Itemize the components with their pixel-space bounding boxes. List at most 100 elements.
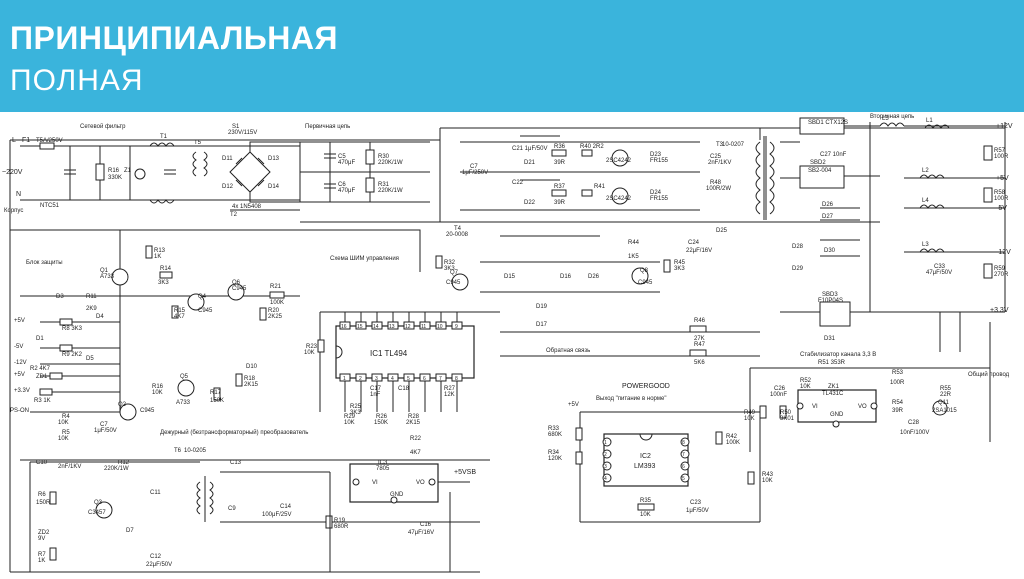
svg-text:D12: D12 (222, 184, 234, 190)
label-l: L (12, 137, 16, 144)
svg-text:D17: D17 (536, 322, 548, 328)
svg-text:D30: D30 (824, 248, 836, 254)
svg-text:R40 2R2: R40 2R2 (580, 144, 604, 150)
label-stab33: Стабилизатор канала 3,3 В (800, 352, 876, 358)
svg-text:D22: D22 (524, 200, 536, 206)
svg-text:R2 4K7: R2 4K7 (30, 366, 51, 372)
svg-text:R43: R43 (762, 472, 774, 478)
svg-text:220K/1W: 220K/1W (104, 466, 129, 472)
svg-text:1K5: 1K5 (628, 254, 639, 260)
svg-text:12K: 12K (444, 392, 455, 398)
svg-text:D25: D25 (716, 228, 728, 234)
label-case: Корпус (4, 208, 23, 214)
svg-text:39R: 39R (554, 200, 566, 206)
svg-text:R21: R21 (270, 284, 282, 290)
svg-text:Q3: Q3 (94, 500, 103, 506)
svg-text:9V: 9V (38, 536, 45, 542)
svg-text:C3457: C3457 (88, 510, 106, 516)
svg-text:R6: R6 (38, 492, 46, 498)
svg-text:C7: C7 (100, 422, 108, 428)
svg-text:2SC4242: 2SC4242 (606, 158, 632, 164)
label-network-filter: Сетевой фильтр (80, 123, 126, 130)
svg-text:D13: D13 (268, 156, 280, 162)
transistor-q2 (119, 403, 137, 421)
svg-text:2K15: 2K15 (406, 420, 421, 426)
svg-text:10K: 10K (344, 420, 355, 426)
prot-in-plus5: +5V (14, 318, 25, 324)
prot-in-ps-on: PS-ON (10, 408, 29, 414)
ic1-name: IC1 TL494 (370, 349, 408, 358)
svg-text:C28: C28 (908, 420, 920, 426)
svg-text:13: 13 (389, 324, 395, 330)
svg-text:D7: D7 (126, 528, 134, 534)
svg-text:270R: 270R (994, 272, 1009, 278)
svg-text:10K: 10K (744, 416, 755, 422)
svg-text:1nF: 1nF (370, 392, 381, 398)
svg-text:R30: R30 (378, 154, 390, 160)
svg-text:2: 2 (604, 452, 607, 458)
svg-text:Q1: Q1 (100, 268, 109, 274)
svg-text:330K: 330K (108, 175, 122, 181)
svg-text:D5: D5 (86, 356, 94, 362)
svg-text:2SA1015: 2SA1015 (932, 408, 957, 414)
svg-text:FR155: FR155 (650, 196, 669, 202)
svg-text:6: 6 (423, 376, 426, 382)
frame-wires (9, 127, 1005, 573)
svg-text:10-0207: 10-0207 (722, 142, 745, 148)
ic2-part: LM393 (634, 463, 656, 470)
svg-text:R53: R53 (892, 370, 904, 376)
svg-text:ZD1: ZD1 (36, 374, 48, 380)
svg-text:Q2: Q2 (118, 402, 127, 408)
svg-text:3K3: 3K3 (444, 266, 455, 272)
svg-text:R11: R11 (86, 294, 97, 300)
svg-text:22R: 22R (940, 392, 952, 398)
svg-text:R54: R54 (892, 400, 904, 406)
svg-text:D14: D14 (268, 184, 280, 190)
svg-text:3: 3 (604, 464, 607, 470)
cap-c2 (164, 169, 176, 175)
svg-text:R27: R27 (444, 386, 456, 392)
transformer-t5 (192, 151, 208, 177)
svg-text:C11: C11 (150, 490, 161, 496)
ic2-name: IC2 (640, 453, 651, 460)
ic3-vo: VO (416, 480, 425, 486)
svg-text:R29: R29 (344, 414, 356, 420)
svg-text:2: 2 (359, 376, 362, 382)
ic3-vi: VI (372, 480, 378, 486)
svg-text:2K25: 2K25 (268, 314, 283, 320)
svg-text:22μF/16V: 22μF/16V (686, 248, 712, 254)
label-common: Общий провод (968, 371, 1010, 378)
svg-text:100K: 100K (270, 300, 284, 306)
label-fuse: T5A/250V (36, 138, 63, 144)
svg-text:FR155: FR155 (650, 158, 669, 164)
transistor-q3-standby (95, 501, 113, 519)
label-pwm: Схема ШИМ управления (330, 256, 399, 262)
label-standby: Дежурный (безтрансформаторный) преобразо… (160, 429, 308, 436)
svg-text:C9: C9 (228, 506, 236, 512)
svg-text:100nF: 100nF (770, 392, 787, 398)
svg-text:R28: R28 (408, 414, 420, 420)
tl494-bottom-pins: 1 2 3 4 5 6 7 8 (339, 373, 463, 382)
svg-text:100R: 100R (890, 380, 905, 386)
svg-text:C6: C6 (338, 182, 346, 188)
svg-text:1: 1 (343, 376, 346, 382)
svg-text:ZD2: ZD2 (38, 530, 50, 536)
svg-text:2K15: 2K15 (244, 382, 259, 388)
svg-text:R42: R42 (726, 434, 738, 440)
label-feedback: Обратная связь (546, 348, 590, 354)
svg-text:3K3: 3K3 (350, 410, 361, 416)
svg-text:7: 7 (682, 452, 685, 458)
svg-text:10-0205: 10-0205 (184, 448, 207, 454)
svg-text:R8 3K3: R8 3K3 (62, 326, 83, 332)
svg-text:C23: C23 (690, 500, 702, 506)
svg-text:T3: T3 (716, 142, 724, 148)
svg-text:16: 16 (341, 324, 347, 330)
svg-text:D23: D23 (650, 152, 662, 158)
svg-text:D29: D29 (792, 266, 804, 272)
svg-text:R46: R46 (694, 318, 706, 324)
svg-text:47μF/50V: 47μF/50V (926, 270, 952, 276)
svg-text:R55: R55 (940, 386, 952, 392)
svg-text:1μF/50V: 1μF/50V (686, 508, 709, 514)
